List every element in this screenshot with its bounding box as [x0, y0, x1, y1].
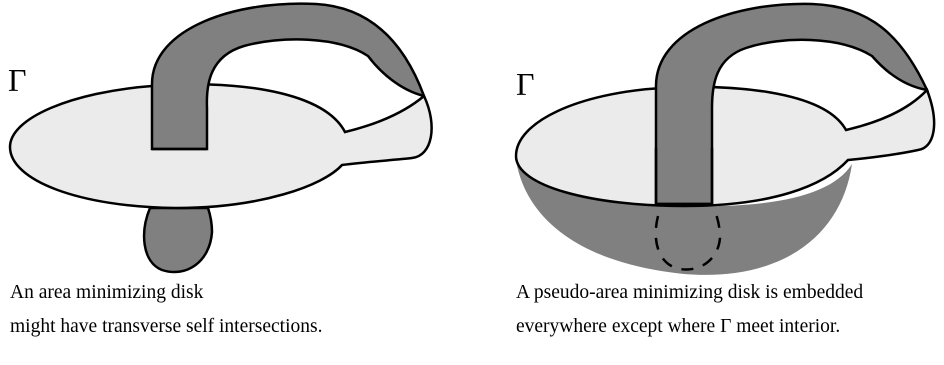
figure-area-minimizing-disk: Γ An area minimizing disk might have tra… [8, 2, 433, 344]
figure-pseudo-area-minimizing-disk: Γ A pseudo-area minimizing disk is embed… [472, 0, 944, 365]
caption-line-2: everywhere except where Γ meet interior. [516, 316, 841, 337]
caption-line-1: A pseudo-area minimizing disk is embedde… [516, 282, 864, 303]
disk-rim-back [654, 148, 714, 204]
band-upper-arch [654, 2, 930, 206]
caption: An area minimizing disk might have trans… [10, 276, 322, 344]
hidden-lobe-dashed [654, 213, 722, 271]
caption-line-1: An area minimizing disk [10, 282, 204, 303]
disk-surface [8, 83, 433, 210]
curve-label-gamma: Γ [8, 62, 27, 98]
disk-surface [514, 85, 936, 208]
bowl-underside [516, 160, 852, 275]
disk-self-intersection-diagram [8, 2, 433, 274]
band-lower-lobe [142, 206, 214, 274]
caption-line-2: might have transverse self intersections… [10, 316, 323, 337]
band-upper-arch [150, 2, 426, 151]
embedded-bowl-diagram [514, 2, 936, 275]
caption: A pseudo-area minimizing disk is embedde… [516, 276, 863, 344]
curve-label-gamma: Γ [516, 66, 535, 102]
